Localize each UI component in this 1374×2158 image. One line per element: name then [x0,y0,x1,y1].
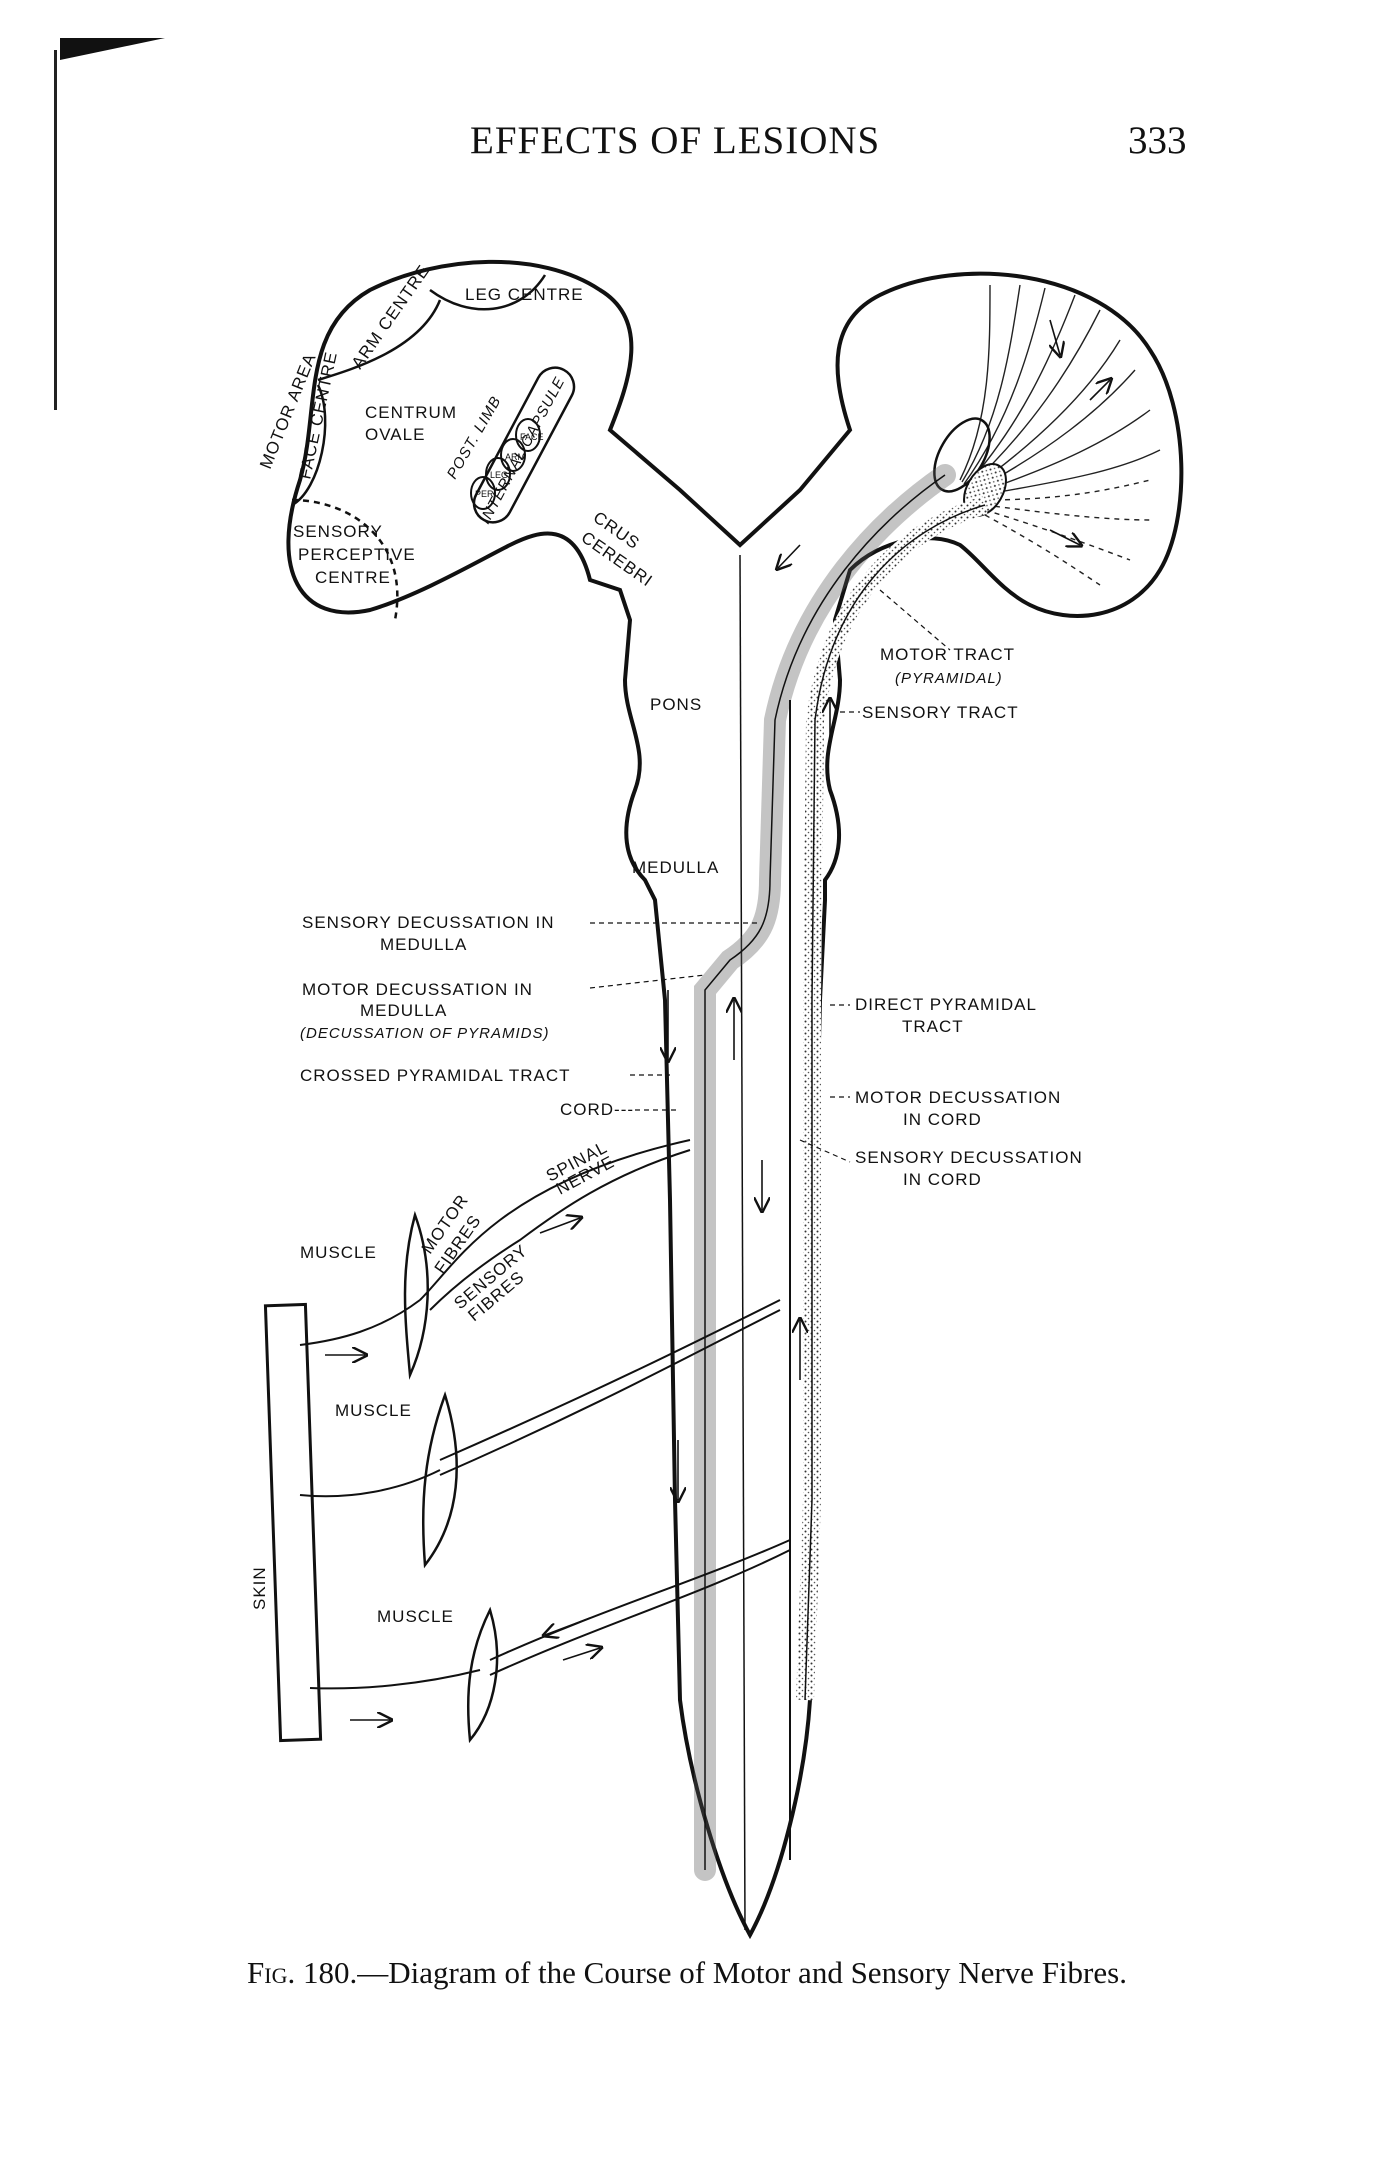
sensory-tract-edge [804,504,986,1701]
label-direct-pyramidal-1: DIRECT PYRAMIDAL [855,995,1037,1014]
caption-text: —Diagram of the Course of Motor and Sens… [357,1955,1127,1990]
label-crossed-pyramidal-tract: CROSSED PYRAMIDAL TRACT [300,1066,571,1085]
muscle-lower-shape [466,1606,499,1744]
label-muscle-2: MUSCLE [335,1401,412,1420]
label-sensory-decussation-medulla-2: MEDULLA [380,935,467,954]
motor-tract-lines [704,474,946,1870]
label-muscle-3: MUSCLE [377,1607,454,1626]
label-medulla: MEDULLA [632,858,719,877]
sensory-centre-boundary [291,498,399,621]
label-muscle-1: MUSCLE [300,1243,377,1262]
label-direct-pyramidal-2: TRACT [902,1017,964,1036]
skin-strip [263,1302,323,1743]
midline [739,554,746,1931]
muscle-upper-shape [403,1210,429,1380]
running-title: EFFECTS OF LESIONS [470,119,881,162]
label-sensory-decussation-cord-2: IN CORD [903,1170,982,1189]
label-skin: SKIN [250,1566,269,1610]
label-capsule-leg: LEG [490,470,508,480]
face-centre-arc [291,384,327,507]
direction-arrows [325,319,1110,1720]
label-motor-decussation-cord-1: MOTOR DECUSSATION [855,1088,1061,1107]
label-motor-decussation-cord-2: IN CORD [903,1110,982,1129]
muscle-middle-shape [421,1391,458,1569]
caption-label: Fig. 180. [247,1955,358,1990]
label-leader-lines [589,589,951,1163]
label-arm-centre: ARM CENTRE [348,261,434,372]
label-motor-decussation-medulla-2: MEDULLA [360,1001,447,1020]
label-sensory-decussation-cord-1: SENSORY DECUSSATION [855,1148,1083,1167]
label-sensory-line2: PERCEPTIVE [298,545,416,564]
leg-centre-arc [429,274,547,311]
capsule-per-oval [470,476,496,510]
label-leg-centre: LEG CENTRE [465,285,584,304]
label-capsule-per: PER. [475,489,496,499]
page-number: 333 [1128,119,1187,162]
figure-caption: Fig. 180.—Diagram of the Course of Motor… [0,1955,1374,1991]
capsule-leg-oval [485,457,511,491]
label-motor-decussation-medulla-1: MOTOR DECUSSATION IN [302,980,533,999]
label-centrum-line2: OVALE [365,425,425,444]
label-capsule-arm: ARM [505,452,525,462]
label-sensory-line3: CENTRE [315,568,391,587]
brain-cord-outline [286,259,1184,1940]
spinal-nerve-lower [309,1539,791,1690]
label-sensory-decussation-medulla-1: SENSORY DECUSSATION IN [302,913,555,932]
internal-capsule [472,366,576,524]
motor-ganglion [933,417,991,493]
scan-corner-mark [60,38,165,60]
cortical-sensory-fibres [984,479,1151,586]
label-capsule-face: FACE [520,432,544,442]
label-centrum-line1: CENTRUM [365,403,457,422]
spinal-nerve-upper [299,1139,691,1346]
arm-centre-arc [317,299,442,382]
label-sensory-line1: SENSORY [293,522,383,541]
label-motor-tract-2: (PYRAMIDAL) [895,670,1003,687]
label-pons: PONS [650,695,702,714]
capsule-face-oval [515,418,541,452]
capsule-arm-oval [500,438,526,472]
label-motor-tract-1: MOTOR TRACT [880,645,1015,664]
label-cord: CORD--- [560,1100,634,1119]
label-sensory-tract: SENSORY TRACT [862,703,1019,722]
label-motor-decussation-medulla-3: (DECUSSATION OF PYRAMIDS) [300,1025,549,1042]
scan-edge-line [54,50,57,410]
running-header: EFFECTS OF LESIONS 333 [0,118,1374,178]
